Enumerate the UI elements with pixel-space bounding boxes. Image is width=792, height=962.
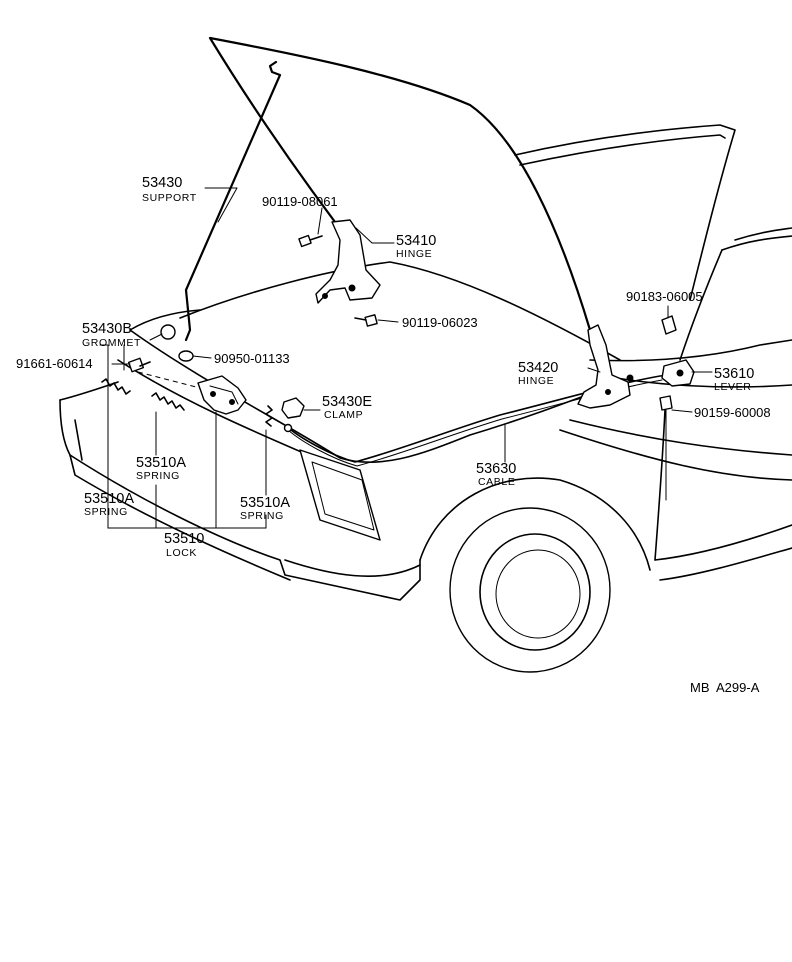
- wheel-arch: [419, 477, 651, 571]
- label-spring-left-number: 53510A: [84, 491, 134, 507]
- label-spring-center-name: SPRING: [136, 470, 180, 482]
- label-lever-name: LEVER: [714, 381, 751, 393]
- spring-right: [265, 405, 273, 427]
- label-clamp-number: 53430E: [322, 394, 372, 410]
- label-lever-number: 53610: [714, 366, 754, 382]
- label-hinge-right-name: HINGE: [518, 375, 554, 387]
- label-hinge-left-number: 53410: [396, 233, 436, 249]
- label-grommet-name: GROMMET: [82, 337, 141, 349]
- label-lock-name: LOCK: [166, 547, 197, 559]
- label-spring-right-name: SPRING: [240, 510, 284, 522]
- label-bolt-hinge-top: 90119-08061: [262, 194, 338, 209]
- label-support-name: SUPPORT: [142, 192, 197, 204]
- hood-support-rod: [184, 60, 282, 342]
- hood-lock: [197, 375, 247, 415]
- front-bumper: [59, 399, 421, 601]
- label-bolt-hinge-bottom: 90119-06023: [402, 315, 478, 330]
- cable-clamp: [281, 397, 305, 419]
- diagram-code: MB A299-A: [690, 680, 760, 695]
- front-tire: [449, 507, 611, 673]
- label-hinge-left-name: HINGE: [396, 248, 432, 260]
- windshield-frame: [514, 124, 736, 301]
- label-hinge-right-number: 53420: [518, 360, 558, 376]
- label-screw-lock: 91661-60614: [16, 356, 93, 371]
- cushion: [178, 350, 194, 362]
- label-spring-center-number: 53510A: [136, 455, 186, 471]
- label-cable-number: 53630: [476, 461, 516, 477]
- label-spring-left-name: SPRING: [84, 506, 128, 518]
- hood-hinge-right: [577, 324, 631, 409]
- car-body-outline: [59, 36, 792, 673]
- callout-labels: 53430 SUPPORT 90119-08061 53410 HINGE 90…: [16, 175, 771, 695]
- label-clip-lever: 90183-06005: [626, 289, 703, 304]
- hood-hinge-left: [315, 219, 381, 304]
- bolt-90119-06023: [354, 314, 378, 327]
- label-support-number: 53430: [142, 175, 182, 191]
- label-clamp-name: CLAMP: [324, 409, 363, 421]
- screw-91661-60614: [127, 357, 151, 373]
- clip-90159-60008: [659, 395, 673, 411]
- label-cushion: 90950-01133: [214, 351, 290, 366]
- label-clip-bottom: 90159-60008: [694, 405, 771, 420]
- label-lock-number: 53510: [164, 531, 204, 547]
- spring-center: [151, 392, 185, 411]
- grommet: [160, 324, 176, 340]
- clip-90183-06005: [661, 315, 677, 335]
- headlamp: [299, 449, 381, 541]
- bolt-90119-08061: [298, 234, 323, 248]
- spring-left: [101, 378, 131, 395]
- label-grommet-number: 53430B: [82, 321, 132, 337]
- leader-lines: [99, 187, 713, 529]
- parts: [101, 60, 695, 467]
- label-spring-right-number: 53510A: [240, 495, 290, 511]
- label-cable-name: CABLE: [478, 476, 515, 488]
